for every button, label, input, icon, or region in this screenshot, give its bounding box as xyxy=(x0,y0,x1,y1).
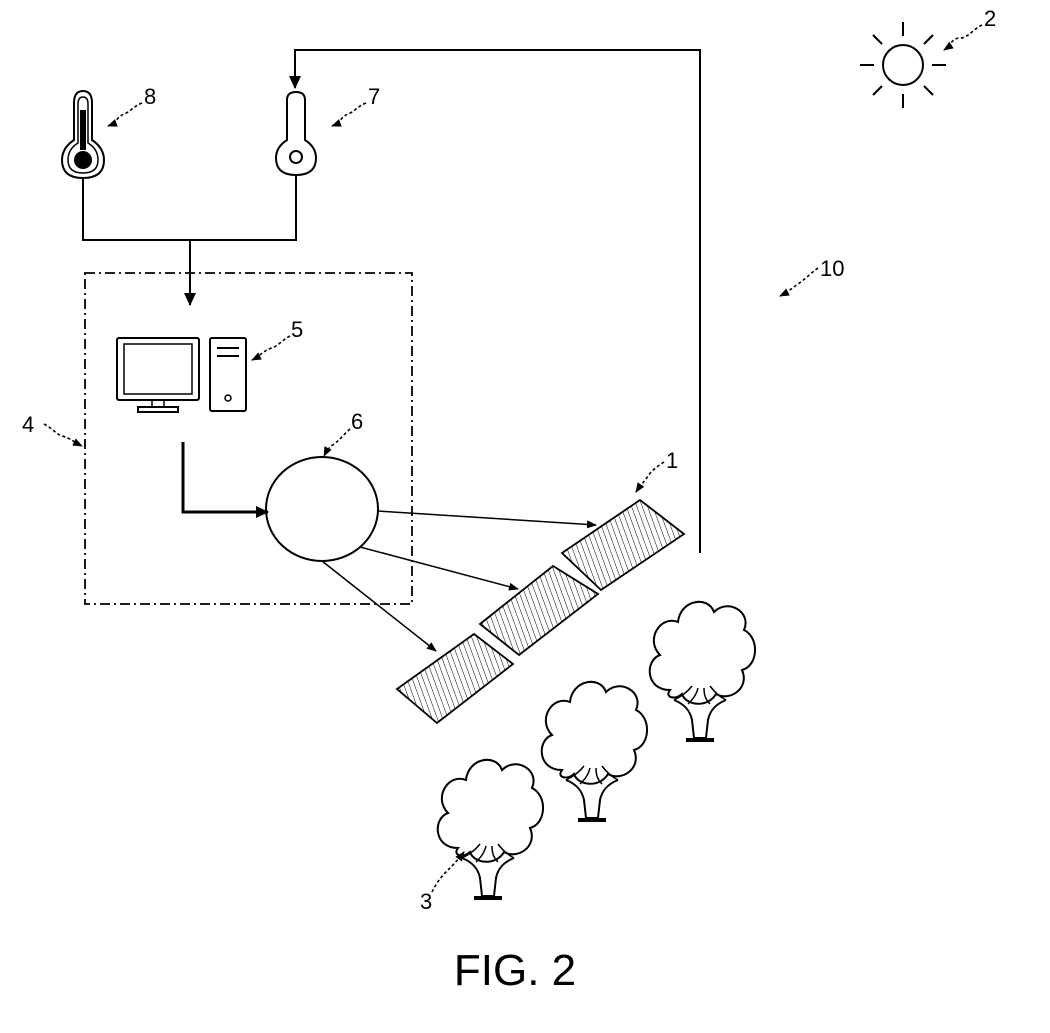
control-unit-boundary xyxy=(85,273,412,604)
ref-label-8: 8 xyxy=(144,84,156,109)
controller-node xyxy=(266,457,378,561)
figure-caption: FIG. 2 xyxy=(454,946,576,995)
leader-2 xyxy=(944,25,982,50)
computer-to-controller-arrow xyxy=(183,442,268,512)
tree-icon xyxy=(650,602,755,740)
ref-label-3: 3 xyxy=(420,889,432,914)
leader-5 xyxy=(252,336,290,360)
monitor-icon xyxy=(117,338,199,412)
thermometer-icon xyxy=(276,92,316,175)
tree-icon xyxy=(438,760,543,898)
leader-3 xyxy=(432,852,464,892)
leader-6 xyxy=(324,429,350,456)
control-arrow-panel-c xyxy=(322,561,436,651)
tree-icon xyxy=(542,682,647,820)
ref-label-1: 1 xyxy=(666,448,678,473)
ref-label-6: 6 xyxy=(351,409,363,434)
control-arrow-panel-a xyxy=(378,511,596,525)
sun-icon xyxy=(860,22,946,108)
ref-label-5: 5 xyxy=(291,317,303,342)
sensor-wire-8 xyxy=(83,175,296,240)
leader-10 xyxy=(780,268,818,296)
leader-7 xyxy=(332,103,366,126)
solar-panel-icon xyxy=(397,634,513,723)
computer-tower-icon xyxy=(210,338,246,411)
leader-4 xyxy=(44,424,82,446)
solar-panel-icon xyxy=(480,566,598,655)
leader-8 xyxy=(108,103,142,126)
thermometer-icon xyxy=(62,91,104,178)
solar-panel-icon xyxy=(562,500,684,590)
ref-label-10: 10 xyxy=(820,256,844,281)
ref-label-2: 2 xyxy=(984,6,996,31)
ref-label-4: 4 xyxy=(22,412,34,437)
control-arrow-panel-b xyxy=(360,547,518,589)
leader-1 xyxy=(636,462,664,492)
ref-label-7: 7 xyxy=(368,84,380,109)
feedback-line xyxy=(295,50,700,553)
